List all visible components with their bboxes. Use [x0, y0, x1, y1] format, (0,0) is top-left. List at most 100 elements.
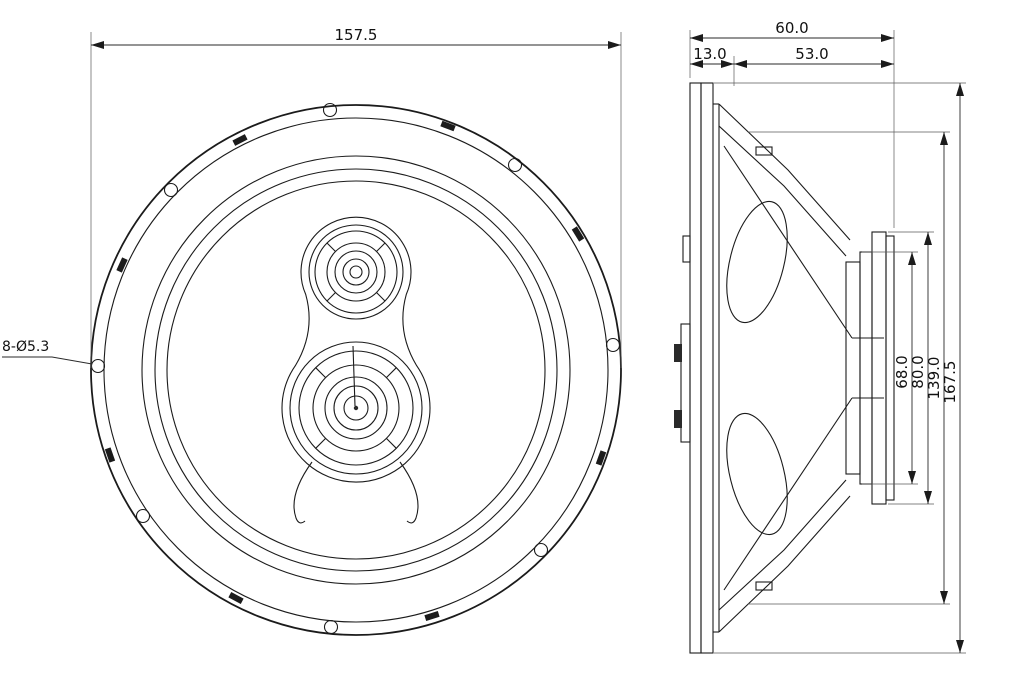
dim-label-68: 68.0: [893, 355, 911, 388]
front-surround-outer-ring: [141, 155, 571, 585]
midrange-center-dot: [353, 405, 359, 411]
rim-slot: [232, 134, 248, 146]
magnet: [871, 231, 887, 505]
back-plate: [885, 235, 895, 501]
basket-vent-bottom: [726, 412, 788, 536]
rim-slot: [440, 120, 456, 132]
side-height-dimensions: 68.0 80.0 139.0 167.5: [714, 82, 966, 654]
mounting-hole: [90, 358, 106, 374]
arrowhead: [881, 60, 894, 68]
basket-vent-top: [726, 200, 788, 324]
basket-wall-bottom-outer: [718, 495, 851, 633]
arrowhead: [690, 60, 703, 68]
arrowhead: [956, 640, 964, 653]
tweeter-strut: [376, 292, 386, 302]
tweeter-ring-inner: [334, 250, 378, 294]
tweeter-strut: [326, 242, 336, 252]
arrowhead: [721, 60, 734, 68]
tweeter-dome: [342, 258, 370, 286]
mounting-hole: [163, 182, 179, 198]
tweeter-center: [349, 265, 363, 279]
cone-profile-bottom: [723, 397, 853, 591]
terminal-lug: [682, 235, 691, 263]
tweeter: [308, 224, 404, 320]
basket-wall-top-outer: [718, 103, 851, 241]
midrange-ring: [298, 350, 414, 466]
dim-label-139: 139.0: [925, 357, 943, 400]
dim-label-167-5: 167.5: [941, 361, 959, 404]
rim-slots: [104, 120, 607, 621]
midrange-strut: [386, 438, 397, 449]
rim-slot: [228, 592, 244, 604]
arrowhead: [690, 34, 703, 42]
dim-label-13: 13.0: [693, 45, 726, 63]
midrange-strut: [315, 367, 326, 378]
front-cone-edge-ring: [166, 180, 546, 560]
lead-wire-left: [293, 461, 313, 524]
mounting-hole: [533, 542, 549, 558]
cone-profile-top: [723, 145, 853, 339]
midrange-strut: [315, 438, 326, 449]
midrange-dome-ring: [333, 385, 379, 431]
side-rim-slot: [755, 581, 773, 591]
arrowhead: [881, 34, 894, 42]
dim-label-53: 53.0: [795, 45, 828, 63]
tweeter-faceplate-ring: [326, 242, 386, 302]
tweeter-housing-ring: [308, 224, 404, 320]
mounting-hole: [323, 619, 339, 635]
terminal-strip: [680, 323, 691, 443]
callout-leader-line: [2, 356, 93, 365]
side-gasket: [689, 82, 702, 654]
basket-wall-top-inner: [718, 125, 847, 257]
side-view: 60.0 13.0 53.0 68.0 80.0: [674, 19, 966, 654]
side-depth-dimensions: 60.0 13.0 53.0: [689, 19, 895, 228]
dim-label-80: 80.0: [909, 355, 927, 388]
rim-slot: [595, 450, 607, 466]
mounting-hole: [507, 157, 523, 173]
midrange-marker-line: [352, 345, 356, 407]
terminal-tab: [674, 344, 682, 362]
arrowhead: [940, 132, 948, 145]
rim-slot: [424, 611, 440, 621]
mounting-hole: [135, 508, 151, 524]
holes-callout-label: 8-Ø5.3: [2, 339, 49, 355]
top-plate: [859, 251, 873, 485]
arrowhead: [908, 471, 916, 484]
front-surround-inner-ring: [154, 168, 558, 572]
midrange-ring-inner: [324, 376, 388, 440]
tinsel-wires: [293, 461, 419, 524]
midrange-driver: [289, 341, 423, 475]
arrowhead: [608, 41, 621, 49]
front-view: 157.5 8-Ø5.3: [2, 26, 622, 636]
front-inner-flange-ring: [103, 117, 609, 623]
arrowhead: [956, 83, 964, 96]
mounting-hole: [322, 102, 338, 118]
holes-callout: 8-Ø5.3: [2, 339, 93, 365]
tweeter-strut: [326, 292, 336, 302]
arrowhead: [924, 491, 932, 504]
arrowhead: [734, 60, 747, 68]
mounting-holes: [90, 102, 621, 635]
rim-slot: [116, 257, 128, 273]
midrange-dust-cap: [343, 395, 369, 421]
mounting-hole: [605, 337, 621, 353]
dim-label-157-5: 157.5: [335, 26, 378, 44]
midrange-cone-ring: [312, 364, 400, 452]
front-outer-flange-ring: [90, 104, 622, 636]
midrange-housing-ring: [289, 341, 423, 475]
lead-wire-right: [399, 461, 419, 524]
rim-slot: [571, 226, 585, 242]
side-rim-slot: [755, 146, 773, 156]
rim-slot: [104, 447, 116, 463]
arrowhead: [91, 41, 104, 49]
side-flange: [700, 82, 714, 654]
arrowhead: [940, 591, 948, 604]
front-diameter-dimension: 157.5: [90, 26, 622, 368]
tweeter-strut: [376, 242, 386, 252]
basket-wall-bottom-inner: [718, 479, 847, 611]
front-plate: [845, 261, 861, 475]
midrange-strut: [386, 367, 397, 378]
arrowhead: [924, 232, 932, 245]
